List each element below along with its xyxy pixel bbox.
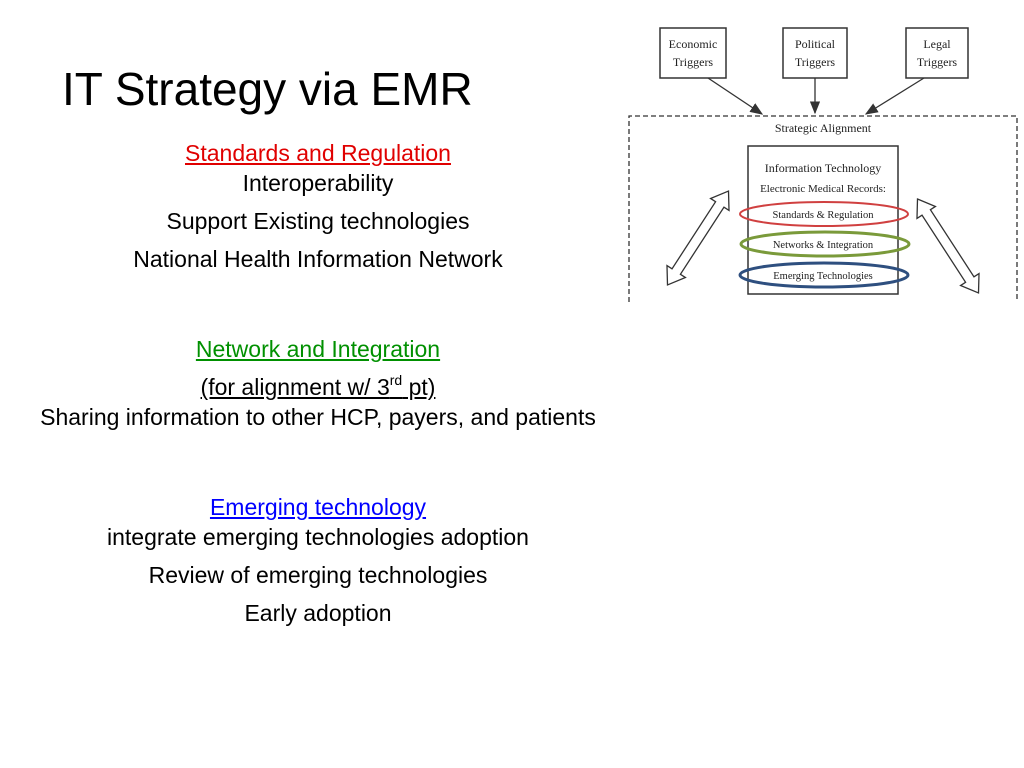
double-arrow-right xyxy=(916,198,980,294)
slide-title: IT Strategy via EMR xyxy=(62,63,473,115)
double-arrow-left xyxy=(666,190,730,286)
trigger-label: Triggers xyxy=(795,55,836,69)
section-heading-emerging: Emerging technology xyxy=(209,494,427,520)
trigger-arrow xyxy=(707,77,764,115)
section-line: Review of emerging technologies xyxy=(148,562,488,588)
section-line: integrate emerging technologies adoption xyxy=(107,524,529,550)
trigger-label: Triggers xyxy=(673,55,714,69)
section-line: National Health Information Network xyxy=(133,246,503,272)
alignment-frame xyxy=(628,115,1018,302)
it-item-standards: Standards & Regulation xyxy=(773,210,875,221)
section-subheading-alignment: (for alignment w/ 3rd pt) xyxy=(20,372,616,402)
section-line: Interoperability xyxy=(242,170,394,196)
it-box-subtitle: Electronic Medical Records: xyxy=(760,183,886,195)
sub-text-before: (for alignment w/ 3 xyxy=(200,374,390,400)
section-line: Support Existing technologies xyxy=(166,208,470,234)
trigger-label: Triggers xyxy=(917,55,958,69)
sub-text-after: pt) xyxy=(402,374,436,400)
slide-body: Standards and Regulation Interoperabilit… xyxy=(20,138,616,628)
ring-emerging xyxy=(738,261,910,289)
trigger-box-legal: Legal Triggers xyxy=(905,27,969,79)
strategy-diagram: Economic Triggers Political Triggers Leg… xyxy=(628,27,1018,302)
trigger-arrow xyxy=(864,77,925,115)
section-line: Sharing information to other HCP, payers… xyxy=(40,404,596,430)
alignment-label: Strategic Alignment xyxy=(775,121,872,135)
ring-networks xyxy=(739,230,911,258)
superscript: rd xyxy=(389,372,403,389)
trigger-label: Political xyxy=(795,37,836,51)
trigger-label: Legal xyxy=(923,37,951,51)
it-item-networks: Networks & Integration xyxy=(773,240,874,251)
trigger-box-political: Political Triggers xyxy=(782,27,848,79)
trigger-label: Economic xyxy=(669,37,718,51)
trigger-box-economic: Economic Triggers xyxy=(659,27,727,79)
ring-standards xyxy=(739,201,909,227)
it-item-emerging: Emerging Technologies xyxy=(773,271,872,282)
it-box-title: Information Technology xyxy=(765,161,882,175)
section-line: Early adoption xyxy=(244,600,392,626)
section-heading-standards: Standards and Regulation xyxy=(185,140,451,166)
section-heading-network: Network and Integration xyxy=(195,336,441,362)
